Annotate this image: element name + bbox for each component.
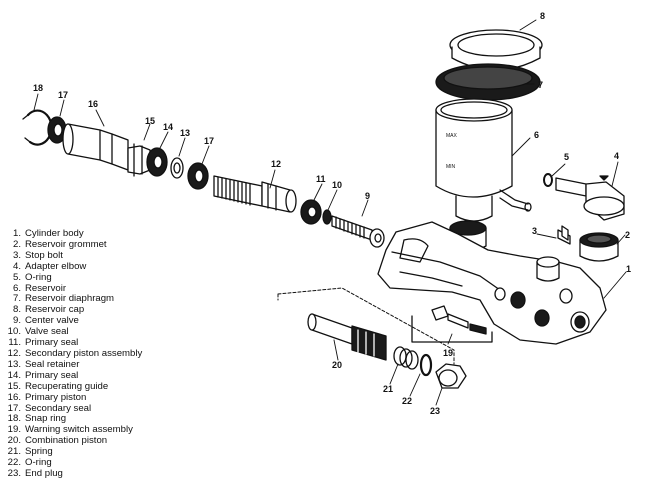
legend-item: 7.Reservoir diaphragm [12, 293, 115, 305]
warning-switch-assembly [411, 305, 493, 343]
legend-item: 16.Primary piston [7, 391, 87, 403]
adapter-elbow [555, 175, 625, 221]
legend-item: 14.Primary seal [7, 369, 79, 381]
callout-17b: 17 [204, 136, 214, 146]
callout-13: 13 [180, 128, 190, 138]
o-ring-5 [543, 173, 553, 187]
reservoir-min-mark: MIN [446, 164, 456, 170]
legend-item: 1.Cylinder body [12, 228, 84, 239]
callout-labels: 8 7 6 5 4 3 2 1 9 10 11 12 17 13 14 15 1… [33, 11, 631, 416]
callout-8: 8 [540, 11, 545, 21]
legend-item: 18.Snap ring [7, 413, 67, 425]
legend-item: 23.End plug [7, 467, 63, 479]
callout-14: 14 [163, 122, 173, 132]
callout-15: 15 [145, 116, 155, 126]
callout-2: 2 [625, 230, 630, 240]
callout-11: 11 [316, 174, 326, 184]
legend-item: 10.Valve seal [7, 326, 69, 338]
secondary-seal-middle [187, 162, 209, 190]
primary-piston [62, 123, 129, 171]
callout-4: 4 [614, 151, 619, 161]
legend-item: 9.Center valve [12, 315, 79, 327]
parts-legend: 1.Cylinder body 2.Reservoir grommet 3.St… [7, 228, 143, 480]
callout-9: 9 [365, 191, 370, 201]
callout-23: 23 [430, 406, 440, 416]
legend-item: 4.Adapter elbow [12, 260, 87, 272]
spring [393, 346, 419, 370]
legend-item: 13.Seal retainer [7, 358, 80, 370]
o-ring-22 [419, 353, 433, 377]
end-plug [435, 363, 467, 389]
exploded-group-outline [277, 287, 455, 365]
callout-16: 16 [88, 99, 98, 109]
reservoir [435, 98, 532, 222]
legend-item: 19.Warning switch assembly [7, 424, 133, 436]
legend-item: 6.Reservoir [12, 282, 67, 294]
callout-1: 1 [626, 264, 631, 274]
primary-seal-11 [300, 199, 322, 225]
combination-piston [307, 313, 387, 361]
reservoir-max-mark: MAX [446, 133, 458, 139]
callout-19: 19 [443, 348, 453, 358]
legend-item: 21.Spring [7, 446, 53, 458]
legend-item: 15.Recuperating guide [7, 380, 109, 392]
secondary-piston-assembly [213, 175, 297, 213]
center-valve [331, 215, 385, 248]
legend-item: 17.Secondary seal [7, 402, 92, 414]
callout-7: 7 [538, 80, 543, 90]
callout-20: 20 [332, 360, 342, 370]
legend-item: 3.Stop bolt [12, 249, 63, 261]
seal-retainer [170, 157, 184, 179]
legend-item: 22.O-ring [7, 457, 52, 469]
callout-3: 3 [532, 226, 537, 236]
snap-ring [22, 109, 53, 146]
callout-12: 12 [271, 159, 281, 169]
legend-item: 12.Secondary piston assembly [7, 347, 143, 359]
valve-seal [322, 209, 332, 225]
legend-item: 8.Reservoir cap [12, 304, 85, 316]
callout-6: 6 [534, 130, 539, 140]
callout-5: 5 [564, 152, 569, 162]
callout-10: 10 [332, 180, 342, 190]
callout-17a: 17 [58, 90, 68, 100]
stop-bolt [557, 225, 571, 245]
reservoir-grommet-right [579, 232, 619, 262]
legend-item: 20.Combination piston [7, 435, 108, 447]
leader-lines [33, 19, 627, 406]
legend-item: 5.O-ring [12, 271, 52, 283]
legend-item: 11.Primary seal [8, 337, 79, 349]
cylinder-body [377, 221, 607, 345]
exploded-view-diagram: MAX MIN [22, 11, 631, 416]
callout-18: 18 [33, 83, 43, 93]
legend-item: 2.Reservoir grommet [12, 238, 107, 250]
primary-seal-14 [146, 147, 168, 177]
reservoir-diaphragm [435, 63, 541, 101]
callout-21: 21 [383, 384, 393, 394]
callout-22: 22 [402, 396, 412, 406]
